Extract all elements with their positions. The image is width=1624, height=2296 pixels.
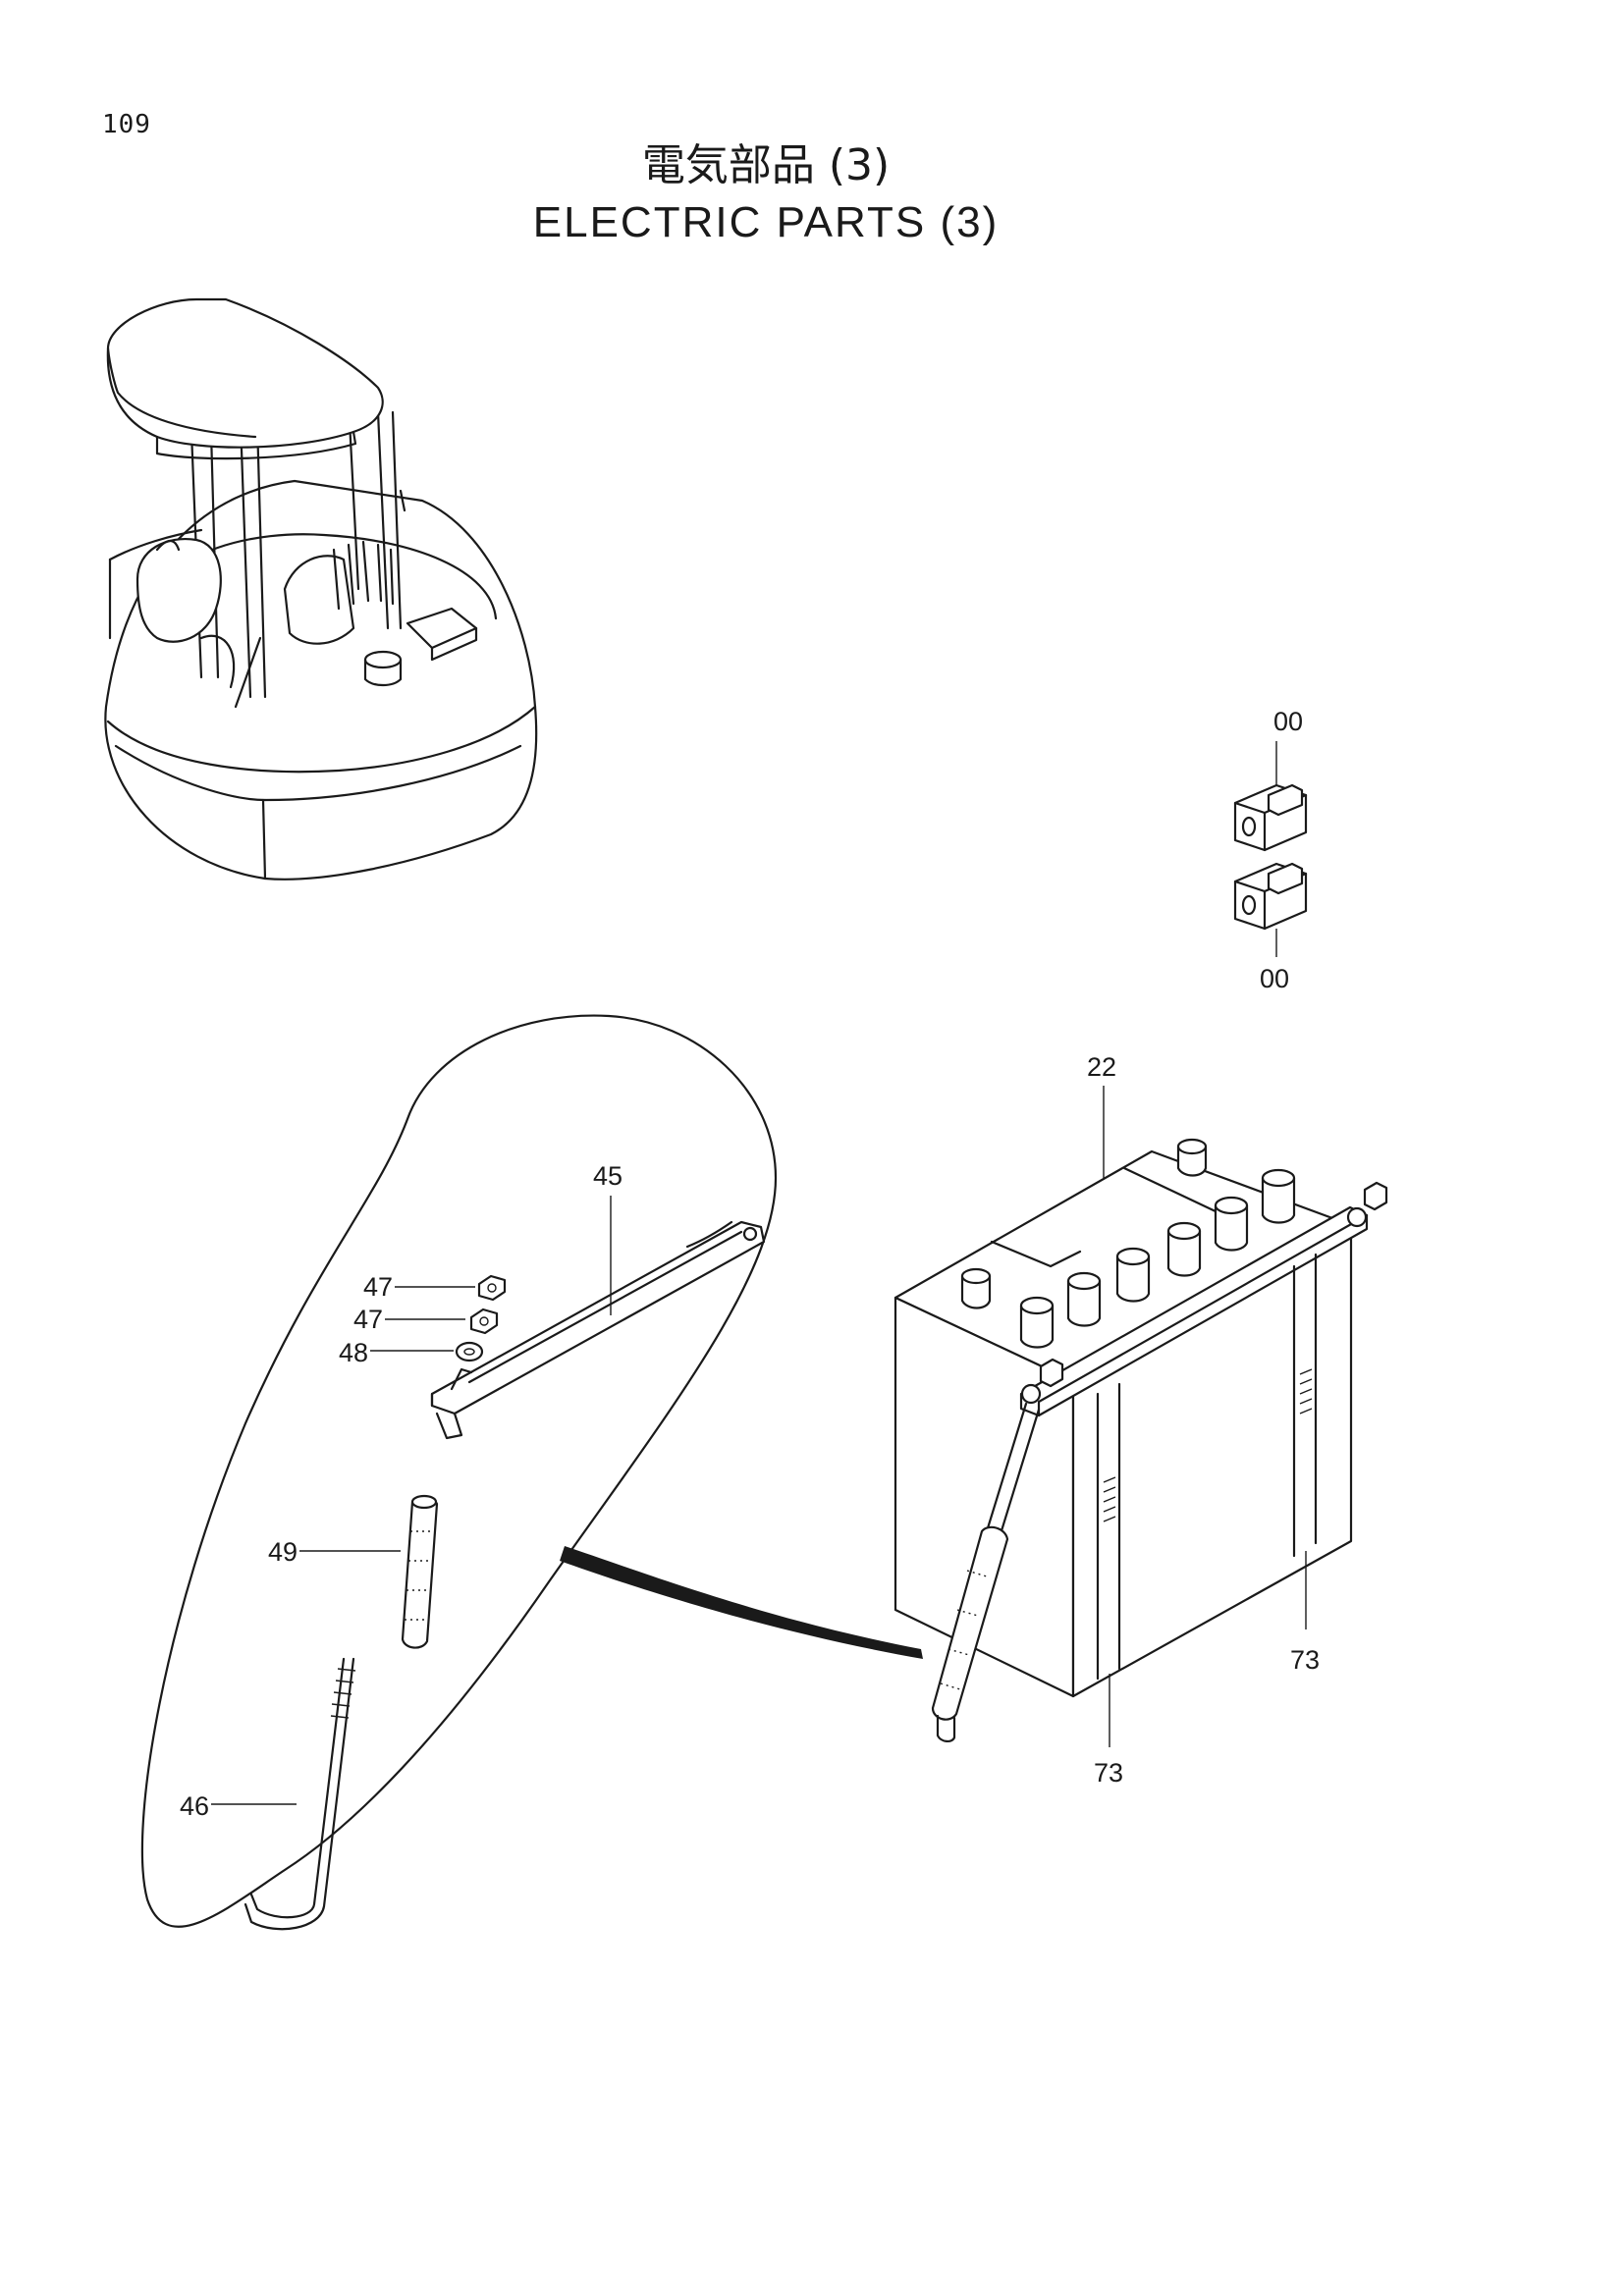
battery-cap-icon xyxy=(1066,1271,1102,1327)
callout-47b: 47 xyxy=(353,1305,383,1334)
detail-connector xyxy=(560,1546,923,1659)
hold-down-rod-icon xyxy=(931,1402,1041,1742)
relay-icon xyxy=(1233,783,1308,852)
battery-strap-icon xyxy=(1292,1253,1318,1558)
excavator-upper-structure-icon xyxy=(104,297,538,881)
callout-73-bottom: 73 xyxy=(1094,1758,1123,1788)
battery-strap-icon xyxy=(1096,1382,1121,1681)
callout-00-top: 00 xyxy=(1273,707,1303,736)
battery-cap-icon xyxy=(960,1267,992,1309)
nut-icon xyxy=(469,1308,499,1335)
battery-cap-icon xyxy=(1019,1296,1055,1349)
page-number: 109 xyxy=(102,110,151,139)
detail-bubble-outline xyxy=(140,1014,778,1928)
callout-47a: 47 xyxy=(363,1272,393,1302)
callout-48: 48 xyxy=(339,1338,368,1367)
callout-45: 45 xyxy=(593,1161,623,1191)
callout-46: 46 xyxy=(180,1791,209,1821)
page-title: 電気部品 (3) ELECTRIC PARTS (3) xyxy=(0,137,1532,251)
washer-icon xyxy=(455,1341,484,1362)
relay-icon xyxy=(1233,862,1308,931)
callout-00-bottom: 00 xyxy=(1260,964,1289,993)
callout-22: 22 xyxy=(1087,1052,1116,1082)
title-english: ELECTRIC PARTS (3) xyxy=(532,198,1000,246)
battery-hold-bracket-icon xyxy=(430,1220,766,1440)
battery-icon xyxy=(893,1138,1353,1698)
battery-cap-icon xyxy=(1261,1168,1296,1224)
hold-down-rod-icon xyxy=(244,1657,356,1931)
nut-icon xyxy=(477,1274,507,1302)
rod-sleeve-icon xyxy=(401,1494,439,1649)
battery-cap-icon xyxy=(1214,1196,1249,1252)
callout-73-right: 73 xyxy=(1290,1645,1320,1675)
callout-49: 49 xyxy=(268,1537,298,1567)
battery-cap-icon xyxy=(1176,1138,1208,1177)
battery-cap-icon xyxy=(1166,1221,1202,1277)
title-japanese: 電気部品 (3) xyxy=(641,140,891,190)
battery-cap-icon xyxy=(1115,1247,1151,1303)
battery-hold-bracket-icon xyxy=(1019,1181,1388,1417)
